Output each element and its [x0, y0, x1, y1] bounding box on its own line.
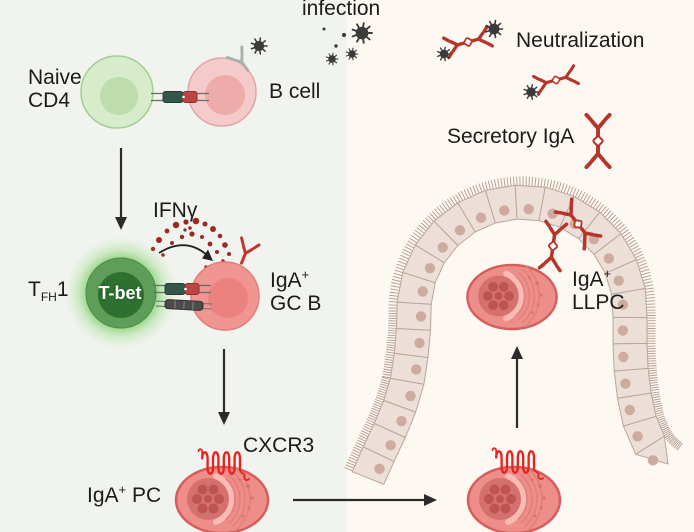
ifng-cloud-icon [150, 217, 231, 269]
tbet-label: T-bet [98, 283, 142, 303]
epithelial-nucleus [475, 212, 487, 223]
arrow-naive-to-tfh1 [115, 148, 127, 230]
epithelial-nucleus [618, 351, 629, 363]
llpc-cell [467, 265, 556, 329]
brush-border [344, 176, 683, 472]
migrating-plasma-cell [468, 467, 560, 532]
tfh1-label: TFH1 [28, 278, 69, 305]
neutralization-label: Neutralization [516, 29, 645, 52]
epithelial-nucleus [617, 325, 629, 336]
flow-arrows [115, 148, 523, 506]
epithelial-nucleus [613, 275, 624, 286]
epithelial-nucleus [454, 225, 466, 236]
epithelial-cell [393, 328, 431, 358]
ifng-curved-arrow [158, 244, 209, 257]
epithelial-nucleus [374, 463, 385, 474]
iga-pc-label: IgA+ PC [87, 482, 162, 507]
epithelial-nucleus [603, 253, 614, 264]
llpc-label: IgA+ LLPC [572, 266, 625, 314]
b-cell [187, 57, 257, 127]
epithelial-nucleus [424, 263, 436, 274]
epithelial-nucleus [632, 431, 643, 442]
infection-virus-cluster [322, 22, 373, 66]
infection-label: infection [302, 0, 381, 20]
naive-cd4-label: Naive CD4 [28, 66, 82, 112]
iga-plasma-cell [176, 467, 268, 532]
epithelial-cell [389, 352, 429, 385]
epithelial-nucleus [415, 311, 427, 322]
gc-b-label: IgA+ GC B [270, 267, 322, 315]
arrow-pc-to-llpc [511, 346, 523, 428]
background-left-panel [0, 0, 347, 532]
epithelial-nucleus [647, 455, 659, 466]
b-cell-label: B cell [269, 80, 321, 103]
epithelial-nucleus [385, 440, 396, 451]
cxcr3-label: CXCR3 [243, 434, 315, 457]
epithelial-nucleus [414, 337, 425, 349]
epithelial-nucleus [523, 204, 534, 215]
epithelial-nucleus [617, 299, 629, 310]
gc-b-cell [190, 261, 260, 331]
epithelial-nucleus [437, 242, 448, 253]
naive-cd4-cell [80, 55, 154, 129]
epithelium-icon [344, 176, 683, 485]
tfh1-cell [65, 237, 177, 349]
epithelial-nucleus [499, 205, 510, 216]
epithelial-nucleus [411, 364, 422, 375]
epithelial-nucleus [396, 415, 407, 427]
epithelial-nucleus [417, 286, 428, 297]
arrow-gcb-to-pc [218, 349, 230, 425]
ifng-label: IFNγ [153, 199, 198, 222]
arrow-pc-migration [293, 494, 437, 506]
epithelial-nucleus [405, 390, 416, 402]
epithelial-nucleus [620, 378, 631, 389]
secretory-iga-label: Secretory IgA [447, 125, 575, 148]
epithelial-nucleus [624, 404, 635, 416]
